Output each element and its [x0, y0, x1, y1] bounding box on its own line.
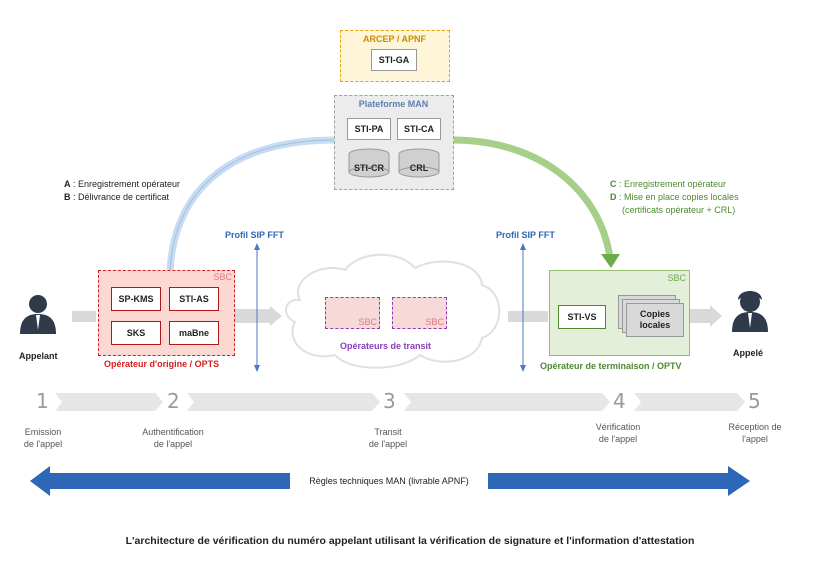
- step-2-number: 2: [167, 389, 180, 413]
- termination-sbc-label: SBC: [667, 273, 686, 283]
- sti-cr-chip: STI-CR: [354, 163, 384, 173]
- registration-arrow-left: [166, 136, 336, 271]
- step-5-label: Réception de l'appel: [728, 422, 782, 444]
- man-platform-box: Plateforme MAN STI-PA STI-CA STI-CR CRL: [334, 95, 454, 190]
- profile-sip-right: Profil SIP FFT: [496, 230, 555, 240]
- rules-arrow: [30, 466, 290, 496]
- caller-label: Appelant: [19, 351, 58, 361]
- mabne-chip: maBne: [169, 321, 219, 345]
- caller-icon: [20, 295, 56, 334]
- man-title: Plateforme MAN: [358, 99, 429, 109]
- arcep-box: ARCEP / APNF STI-GA: [340, 30, 450, 82]
- origin-operator-label: Opérateur d'origine / OPTS: [104, 359, 220, 369]
- termination-operator-label: Opérateur de terminaison / OPTV: [540, 361, 682, 371]
- note-d-detail: (certificats opérateur + CRL): [622, 205, 736, 215]
- local-copies-chip: Copies locales: [626, 303, 684, 337]
- crl-chip: CRL: [409, 163, 429, 173]
- callee-icon: [732, 291, 768, 332]
- sti-as-chip: STI-AS: [169, 287, 219, 311]
- sti-ga-chip: STI-GA: [371, 49, 417, 71]
- figure-caption: L'architecture de vérification du numéro…: [125, 535, 695, 547]
- origin-sbc-label: SBC: [213, 272, 232, 282]
- profile-sip-left: Profil SIP FFT: [225, 230, 284, 240]
- step-3-label: Transit de l'appel: [368, 427, 408, 449]
- arcep-title: ARCEP / APNF: [362, 34, 426, 44]
- sp-kms-chip: SP-KMS: [111, 287, 161, 311]
- rules-label: Règles techniques MAN (livrable APNF): [309, 476, 469, 486]
- termination-operator-box: SBC STI-VS Copies locales: [549, 270, 690, 356]
- step-5-number: 5: [748, 389, 761, 413]
- sti-ca-chip: STI-CA: [397, 118, 441, 140]
- transit-sbc-1: SBC: [325, 297, 380, 329]
- step-3-number: 3: [383, 389, 396, 413]
- flow-arrow-1: [72, 311, 96, 322]
- transit-label: Opérateurs de transit: [340, 341, 432, 351]
- flow-arrow-4: [690, 305, 722, 327]
- sti-vs-chip: STI-VS: [558, 305, 606, 329]
- registration-arrowhead-right: [601, 254, 620, 268]
- origin-operator-box: SBC SP-KMS STI-AS SKS maBne: [98, 270, 235, 356]
- transit-sbc-2: SBC: [392, 297, 447, 329]
- step-4-number: 4: [613, 389, 626, 413]
- note-c: C : Enregistrement opérateur: [610, 179, 727, 189]
- sti-pa-chip: STI-PA: [347, 118, 391, 140]
- step-4-label: Vérification de l'appel: [595, 422, 641, 444]
- note-b: B : Délivrance de certificat: [64, 192, 170, 202]
- flow-arrow-2: [235, 306, 282, 326]
- database-icons: [348, 148, 440, 178]
- callee-label: Appelé: [733, 348, 764, 358]
- sks-chip: SKS: [111, 321, 161, 345]
- step-2-label: Authentification de l'appel: [142, 427, 204, 449]
- note-d: D : Mise en place copies locales: [610, 192, 739, 202]
- flow-arrow-3: [508, 311, 548, 322]
- step-1-number: 1: [36, 389, 49, 413]
- registration-arrow-right: [451, 136, 614, 259]
- note-a: A : Enregistrement opérateur: [64, 179, 181, 189]
- step-1-label: Emission de l'appel: [23, 427, 63, 449]
- step-bar: [55, 393, 745, 411]
